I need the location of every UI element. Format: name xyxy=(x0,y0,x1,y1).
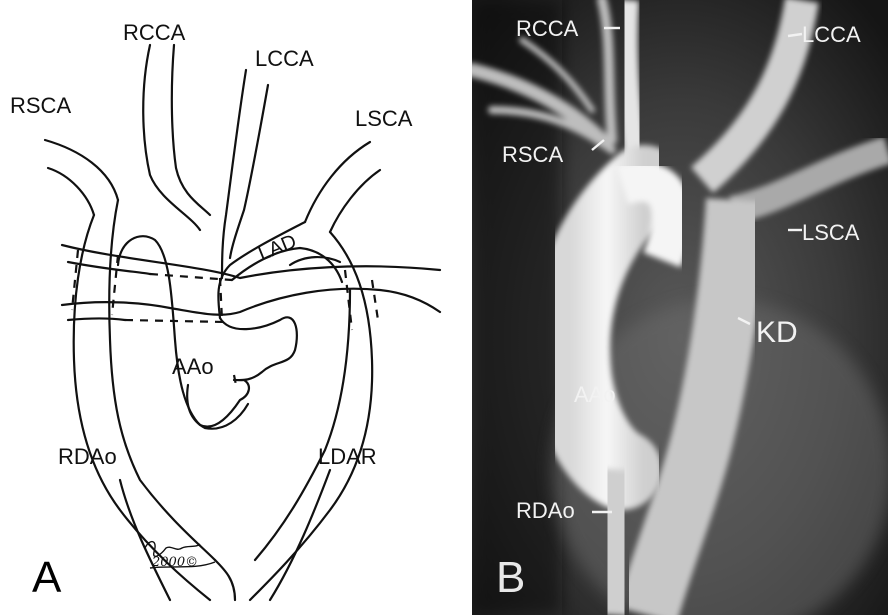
label-ldar: LDAR xyxy=(318,446,377,468)
label-aao: AAo xyxy=(172,356,214,378)
lcca-vessel-inner xyxy=(230,85,268,258)
label-b-kd: KD xyxy=(756,318,798,348)
label-rsca: RSCA xyxy=(10,95,71,117)
label-rcca: RCCA xyxy=(123,22,185,44)
lcca-vessel xyxy=(222,70,246,278)
left-descending xyxy=(270,470,330,600)
label-b-aao: AAo xyxy=(574,384,616,406)
label-rdao: RDAo xyxy=(58,446,117,468)
crossing-line-4 xyxy=(68,319,125,321)
panel-b-letter: B xyxy=(496,556,525,600)
lsca-vessel xyxy=(305,142,370,222)
descending-junction xyxy=(215,560,235,600)
panel-a-diagram: RCCA LCCA RSCA LSCA LAD AAo RDAo LDAR 20… xyxy=(0,0,470,615)
aortic-root xyxy=(220,317,297,380)
signature-copyright: 2000© xyxy=(152,556,198,569)
lsca-vessel-inner xyxy=(330,170,380,232)
dashed-segment-2 xyxy=(125,320,225,322)
label-lsca: LSCA xyxy=(355,108,412,130)
label-b-lcca: LCCA xyxy=(802,24,861,46)
crossing-line-3 xyxy=(62,289,440,315)
rsca-vessel-inner xyxy=(48,168,94,215)
dashed-segment-8 xyxy=(234,375,236,385)
label-b-rsca: RSCA xyxy=(502,144,563,166)
rcca-vessel-inner xyxy=(172,45,210,215)
panel-b-angiogram: RCCA LCCA RSCA LSCA KD AAo RDAo B xyxy=(472,0,888,615)
label-b-lsca: LSCA xyxy=(802,222,859,244)
panel-a-letter: A xyxy=(32,556,61,600)
label-b-rdao: RDAo xyxy=(516,500,575,522)
dashed-segment-6 xyxy=(372,280,378,320)
label-lcca: LCCA xyxy=(255,48,314,70)
left-arch-inner-2 xyxy=(255,290,350,560)
aortic-root-2 xyxy=(187,385,248,429)
label-b-rcca: RCCA xyxy=(516,18,578,40)
